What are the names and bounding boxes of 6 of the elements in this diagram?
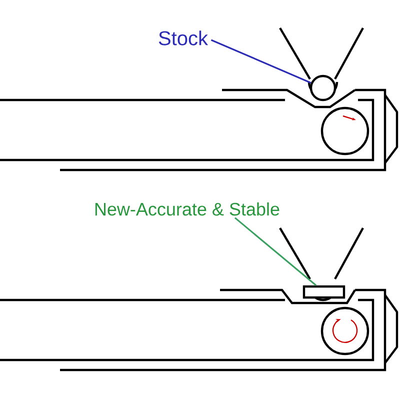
leader-line [210, 39, 312, 84]
stock-block [302, 285, 346, 299]
label-text: Stock [158, 30, 208, 46]
leader-line [234, 217, 317, 286]
stock-circle [310, 74, 336, 102]
label-text: New-Accurate & Stable [95, 202, 280, 216]
